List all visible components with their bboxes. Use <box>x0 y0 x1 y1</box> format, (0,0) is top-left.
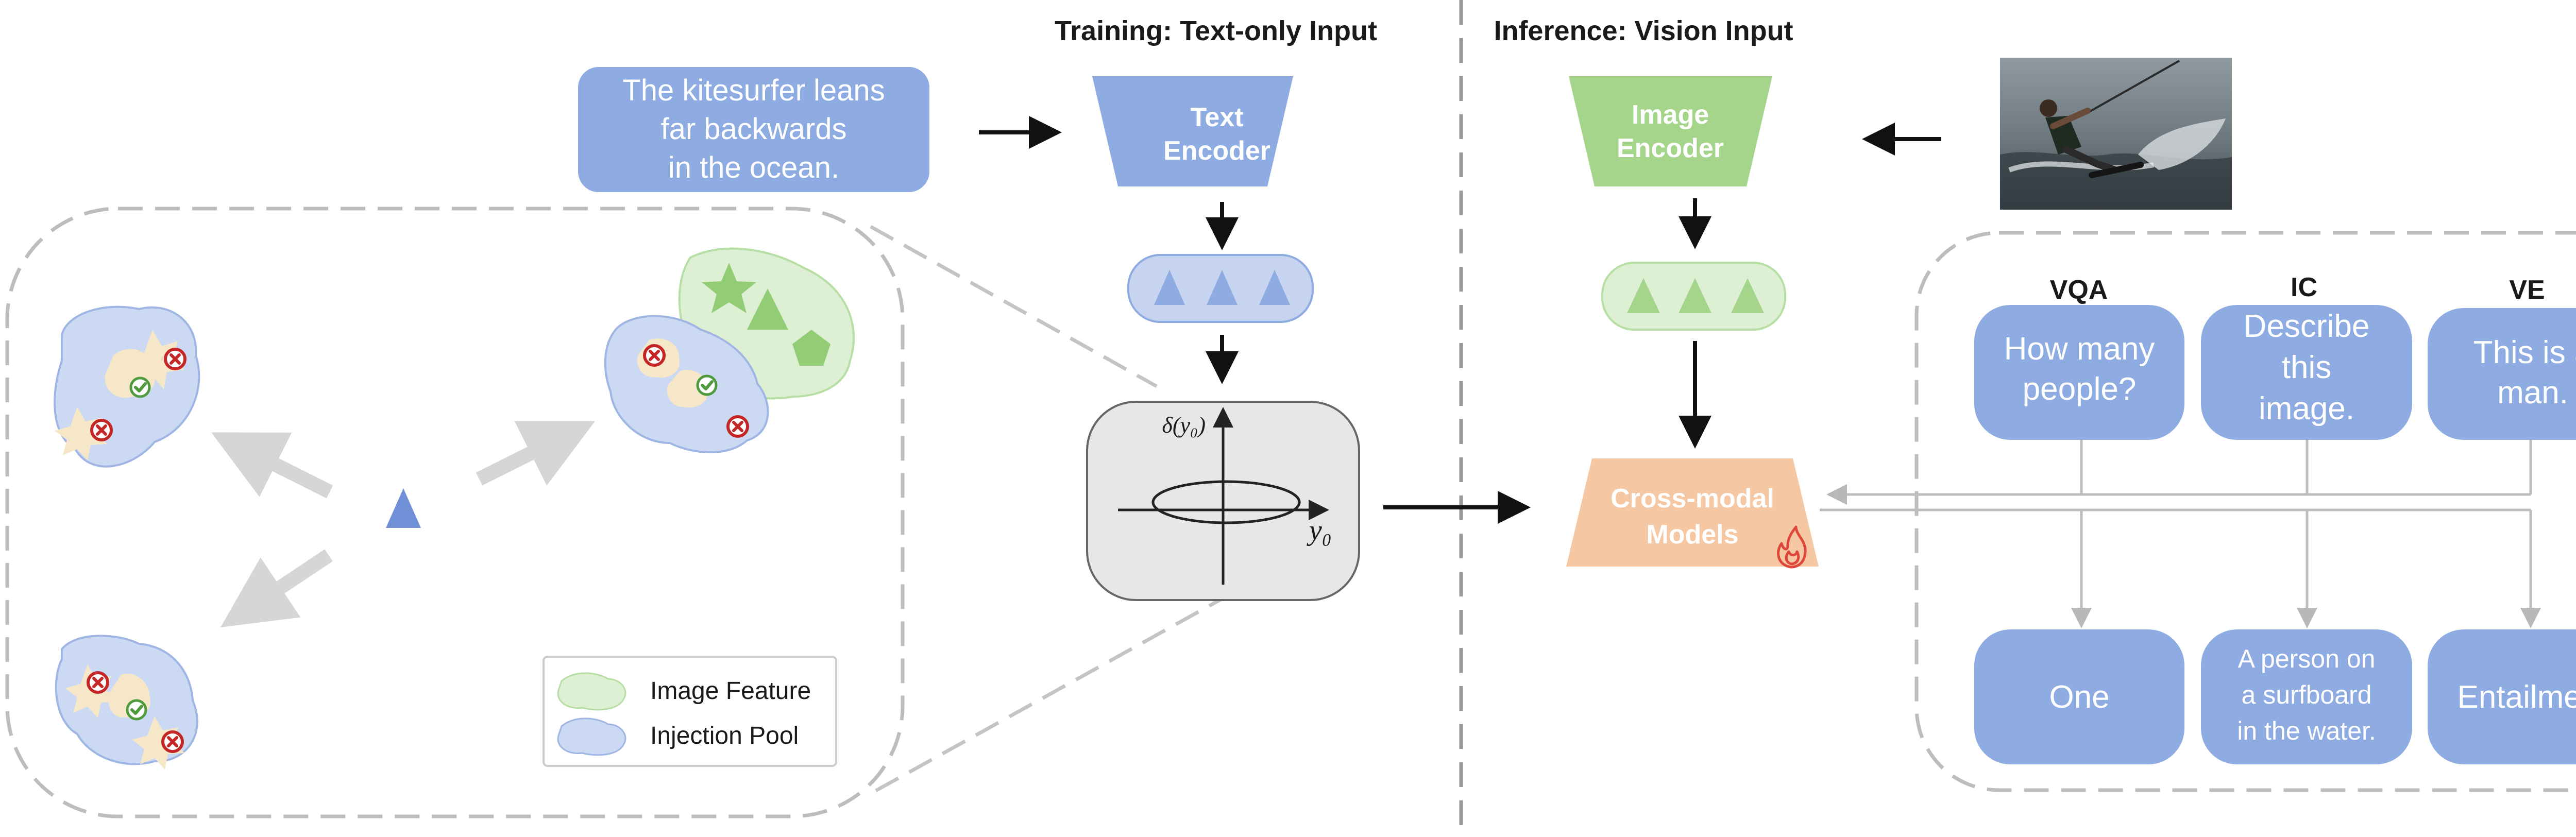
caption-line-3: in the ocean. <box>668 151 839 184</box>
task-ic-question-line-1: Describe <box>2244 309 2370 344</box>
image-token-1 <box>1627 278 1660 313</box>
task-ic-title: IC <box>2291 272 2317 302</box>
tasks-panel <box>1914 231 2576 792</box>
text-encoder-line-2: Encoder <box>1163 136 1270 166</box>
text-encoder-line-1: Text <box>1190 103 1243 132</box>
injection-cluster-top-right <box>604 247 855 454</box>
gray-arrow-upper-right <box>476 421 596 486</box>
task-ve-question-line-1: This is a <box>2473 335 2576 370</box>
task-ve-question-line-2: man. <box>2497 375 2568 411</box>
image-encoder-line-2: Encoder <box>1617 133 1724 163</box>
gray-arrow-lower-left <box>221 549 333 627</box>
task-ic-answer-line-1: A person on <box>2238 644 2376 673</box>
injection-panel <box>5 207 905 818</box>
caption-box: The kitesurfer leans far backwards in th… <box>578 67 929 192</box>
task-vqa-question-line-2: people? <box>2023 371 2137 407</box>
caption-line-2: far backwards <box>660 112 846 146</box>
image-encoder: Image Encoder <box>1569 76 1791 187</box>
task-ic-answer-line-3: in the water. <box>2237 716 2376 745</box>
plot-ellipse <box>1151 480 1301 524</box>
task-vqa-question-box <box>1974 305 2184 440</box>
task-ic: IC Describe this image. A person on a su… <box>2201 272 2412 764</box>
snowflake-icon <box>1760 152 1791 187</box>
task-ve-answer-line-1: Entailment <box>2458 679 2576 715</box>
task-vqa: VQA How many people? One <box>1974 275 2184 764</box>
zoom-line-top <box>870 225 1158 388</box>
text-token-1 <box>1154 270 1185 305</box>
text-token-3 <box>1259 270 1290 305</box>
task-ic-question-line-2: this <box>2282 350 2331 385</box>
task-ic-answer-box <box>2201 629 2412 764</box>
image-token-3 <box>1731 278 1764 313</box>
answer-connectors <box>1820 508 2541 628</box>
legend: Image Feature Injection Pool <box>543 656 837 767</box>
legend-image-feature-swatch <box>557 672 626 711</box>
task-ic-question-box <box>2201 305 2412 440</box>
text-encoder: Text Encoder <box>1092 76 1318 186</box>
task-ve-answer-box <box>2428 629 2576 764</box>
task-vqa-question-line-1: How many <box>2004 331 2155 367</box>
training-header: Training: Text-only Input <box>1055 15 1377 46</box>
legend-injection-pool-swatch <box>557 718 626 756</box>
question-connectors <box>1826 439 2532 505</box>
cross-modal-line-1: Cross-modal <box>1611 484 1774 514</box>
snowflake-icon <box>1287 150 1318 185</box>
injection-cluster-top-left <box>54 305 200 468</box>
legend-injection-pool-label: Injection Pool <box>650 722 799 749</box>
task-ic-answer-line-2: a surfboard <box>2242 680 2372 709</box>
center-text-token <box>386 488 421 528</box>
kitesurfer-photo <box>2000 58 2232 210</box>
image-encoder-line-1: Image <box>1632 100 1709 130</box>
text-token-group <box>1127 254 1314 323</box>
text-token-2 <box>1207 270 1238 305</box>
plot-x-label: y₀ <box>1307 515 1332 546</box>
image-token-2 <box>1679 278 1711 313</box>
cross-modal-model: Cross-modal Models <box>1566 458 1819 569</box>
task-ve: VE This is a man. Entailment <box>2428 275 2576 764</box>
task-ic-question-line-3: image. <box>2259 391 2354 426</box>
task-ve-question-box <box>2428 308 2576 440</box>
task-vqa-title: VQA <box>2050 275 2108 305</box>
task-vqa-answer-line-1: One <box>2049 679 2109 715</box>
inference-header: Inference: Vision Input <box>1494 15 1793 46</box>
cross-modal-line-2: Models <box>1646 520 1738 550</box>
zoom-line-bottom <box>875 594 1227 793</box>
plot-y-label: δ(y₀) <box>1162 413 1206 438</box>
flame-icon <box>1777 525 1807 569</box>
gray-arrow-upper-left <box>211 432 333 499</box>
noise-distribution-plot: δ(y₀) y₀ <box>1086 401 1360 601</box>
image-token-group <box>1601 262 1786 331</box>
caption-line-1: The kitesurfer leans <box>622 74 885 107</box>
legend-image-feature-label: Image Feature <box>650 677 811 705</box>
injection-cluster-bottom-left <box>55 635 198 770</box>
task-vqa-answer-box <box>1974 629 2184 764</box>
task-ve-title: VE <box>2509 275 2545 305</box>
